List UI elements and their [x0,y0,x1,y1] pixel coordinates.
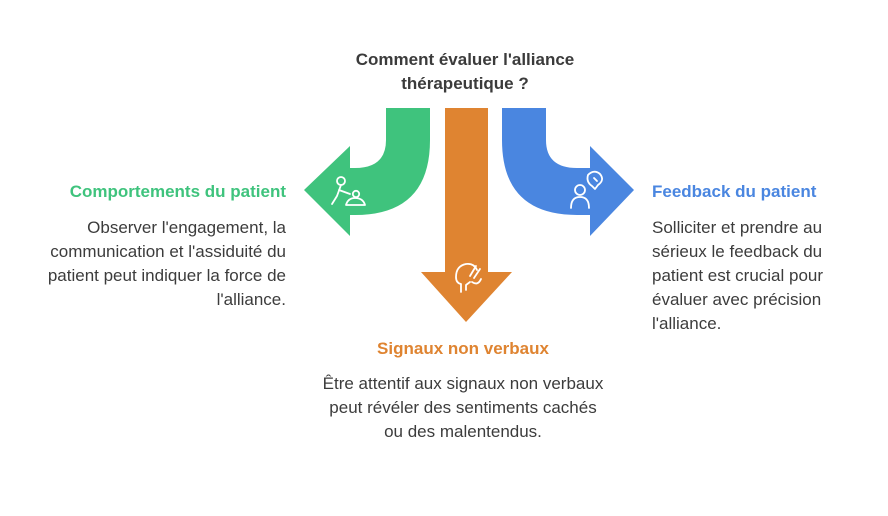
left-branch-heading: Comportements du patient [69,182,286,201]
left-branch-text: Observer l'engagement, la communication … [47,218,286,309]
person-feedback-icon [570,170,603,209]
right-branch-heading: Feedback du patient [652,182,817,201]
title-line-1: Comment évaluer l'alliance [355,50,575,69]
head-gesture-icon [455,262,482,293]
center-branch-heading: Signaux non verbaux [377,339,549,358]
center-branch-text: Être attentif aux signaux non verbaux pe… [322,374,604,441]
patient-caregiver-icon [331,176,366,206]
center-arrow [421,108,512,322]
diagram-title: Comment évaluer l'alliance thérapeutique… [310,48,620,96]
right-branch-text: Solliciter et prendre au sérieux le feed… [652,218,824,333]
left-arrow [304,108,430,236]
title-line-2: thérapeutique ? [401,74,529,93]
right-arrow [502,108,634,236]
